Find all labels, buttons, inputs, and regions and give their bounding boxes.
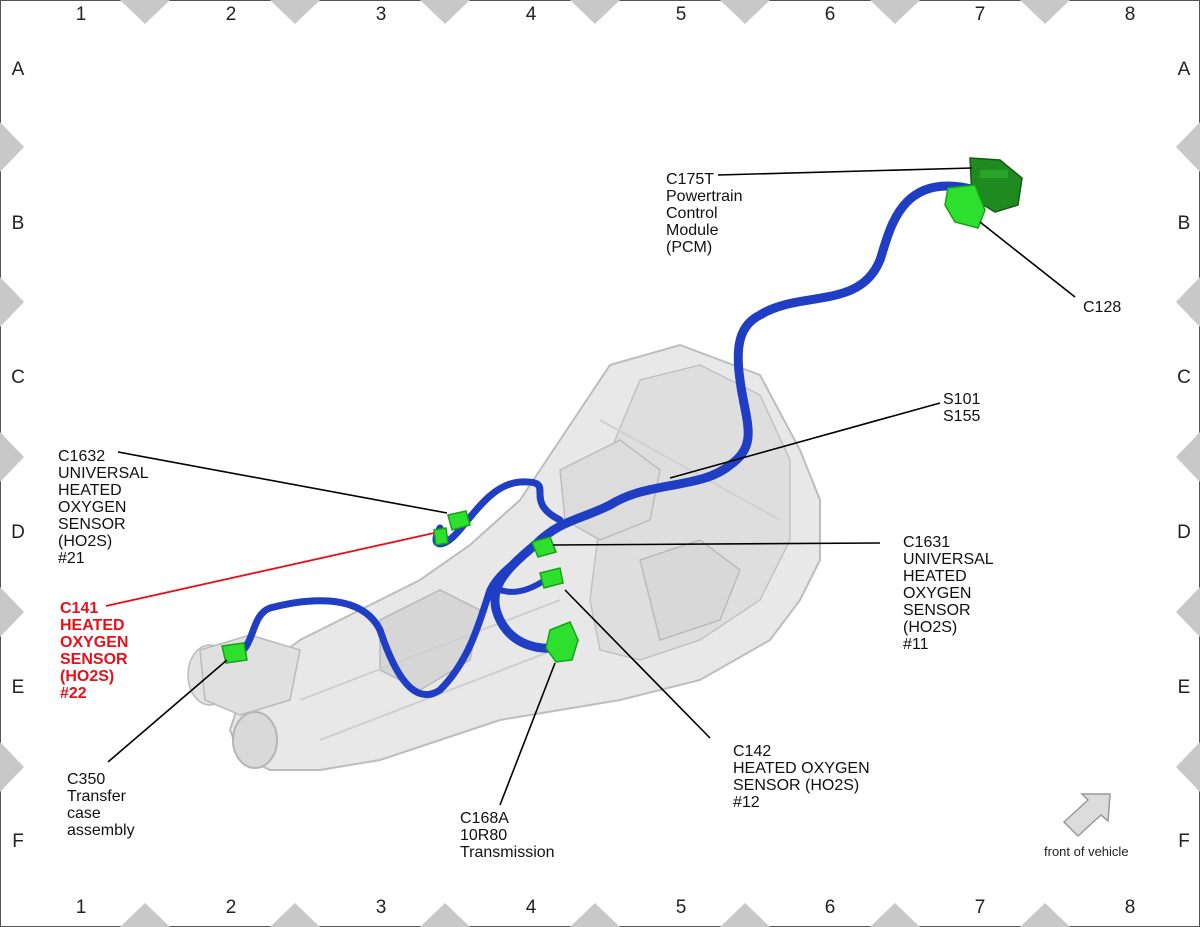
grid-row-a-left: A <box>11 59 25 80</box>
connector-c1631 <box>530 536 558 558</box>
callout-c1632: C1632 UNIVERSAL HEATED OXYGEN SENSOR (HO… <box>58 448 149 567</box>
grid-col-8-top: 8 <box>1124 4 1136 25</box>
grid-row-b-right: B <box>1177 213 1191 234</box>
callout-c175t-pcm: C175T Powertrain Control Module (PCM) <box>666 171 743 256</box>
grid-col-3-bottom: 3 <box>375 897 387 918</box>
grid-col-6-top: 6 <box>824 4 836 25</box>
sensor-connectors <box>221 510 579 664</box>
grid-row-b-left: B <box>11 213 25 234</box>
callout-c168a: C168A 10R80 Transmission <box>460 810 555 861</box>
callout-c1631: C1631 UNIVERSAL HEATED OXYGEN SENSOR (HO… <box>903 534 994 653</box>
callout-c141-highlighted: C141 HEATED OXYGEN SENSOR (HO2S) #22 <box>60 600 129 702</box>
grid-row-a-right: A <box>1177 59 1191 80</box>
connector-c350 <box>221 642 248 664</box>
connector-c168a <box>545 621 579 663</box>
grid-row-e-left: E <box>11 677 25 698</box>
front-of-vehicle-label: front of vehicle <box>1044 844 1129 859</box>
grid-col-2-top: 2 <box>225 4 237 25</box>
front-of-vehicle-arrow <box>1062 793 1111 838</box>
grid-col-4-top: 4 <box>525 4 537 25</box>
grid-col-7-bottom: 7 <box>974 897 986 918</box>
grid-col-5-top: 5 <box>675 4 687 25</box>
grid-row-d-left: D <box>11 522 25 543</box>
grid-col-5-bottom: 5 <box>675 897 687 918</box>
grid-row-f-right: F <box>1178 831 1190 852</box>
connector-c142 <box>539 567 564 589</box>
grid-col-1-bottom: 1 <box>75 897 87 918</box>
grid-row-d-right: D <box>1177 522 1191 543</box>
connector-c141 <box>433 527 449 546</box>
connector-c1632 <box>447 510 471 531</box>
grid-col-7-top: 7 <box>974 4 986 25</box>
highlight-leader-line <box>105 532 435 607</box>
grid-col-6-bottom: 6 <box>824 897 836 918</box>
callout-c350: C350 Transfer case assembly <box>67 771 135 839</box>
grid-row-e-right: E <box>1177 677 1191 698</box>
grid-row-c-left: C <box>11 367 25 388</box>
connector-c128 <box>944 184 986 229</box>
callout-c142: C142 HEATED OXYGEN SENSOR (HO2S) #12 <box>733 743 870 811</box>
grid-col-1-top: 1 <box>75 4 87 25</box>
grid-col-8-bottom: 8 <box>1124 897 1136 918</box>
grid-col-2-bottom: 2 <box>225 897 237 918</box>
grid-col-3-top: 3 <box>375 4 387 25</box>
grid-row-f-left: F <box>12 831 24 852</box>
transmission-housing <box>187 343 821 771</box>
grid-col-4-bottom: 4 <box>525 897 537 918</box>
leader-lines <box>107 167 1076 806</box>
callout-s101-s155: S101 S155 <box>943 391 981 425</box>
callout-c128: C128 <box>1083 299 1122 316</box>
grid-row-c-right: C <box>1177 367 1191 388</box>
